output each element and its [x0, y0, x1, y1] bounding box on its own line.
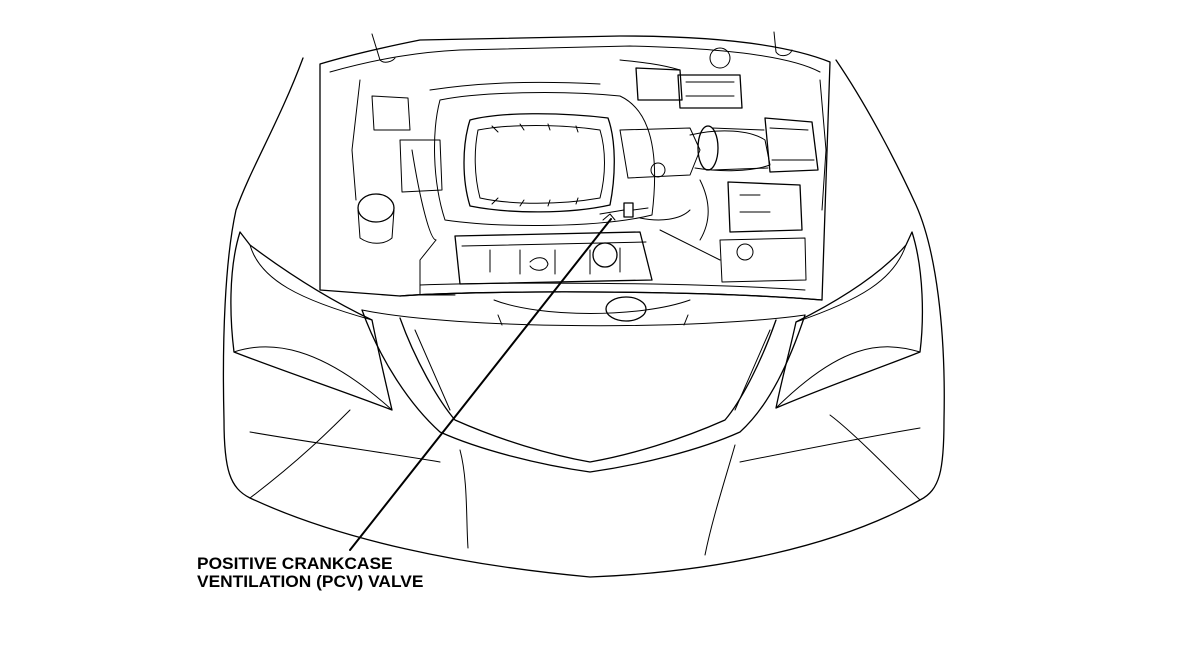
left-headlight: [230, 231, 393, 411]
air-cleaner-box: [764, 117, 819, 173]
intake-manifold: [619, 125, 771, 179]
pcv-valve-callout-label: POSITIVE CRANKCASE VENTILATION (PCV) VAL…: [197, 555, 423, 591]
right-headlight: [775, 231, 924, 409]
radiator-support: [399, 282, 823, 326]
engine-cover: [434, 92, 656, 226]
pcv-valve: [599, 202, 649, 221]
callout-line-1: POSITIVE CRANKCASE: [197, 554, 393, 573]
callout-line-2: VENTILATION (PCV) VALVE: [197, 572, 424, 591]
left-reservoir: [357, 95, 443, 244]
front-cylinder-bank: [419, 231, 653, 296]
car-body-outline: [222, 57, 945, 578]
callout-leader-line: [349, 218, 612, 551]
front-grille: [361, 309, 806, 473]
fuse-box: [635, 47, 743, 109]
battery-area: [719, 181, 807, 283]
hoses-and-lines: [411, 59, 721, 261]
open-hood: [319, 31, 831, 301]
